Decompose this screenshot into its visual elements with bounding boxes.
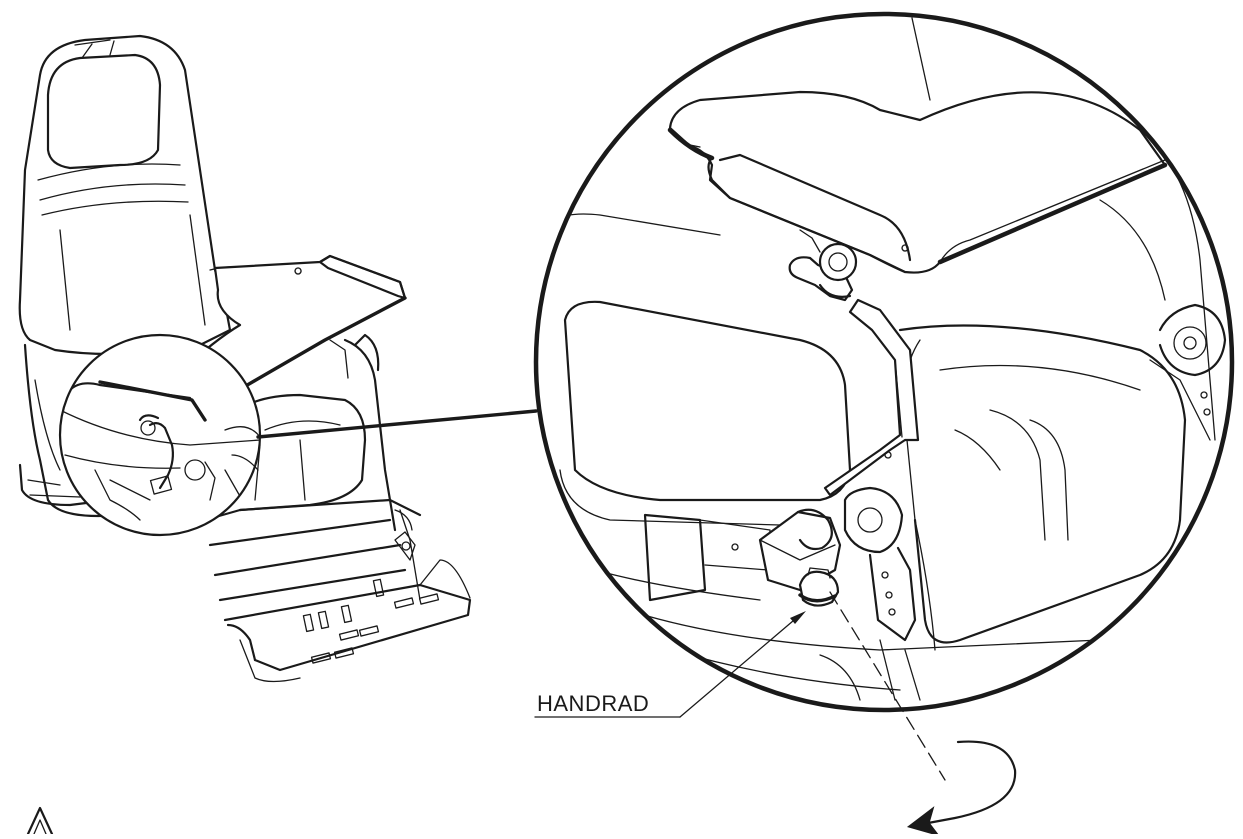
detail-frame-circle [533,11,1235,713]
axis-dashed-line [829,591,946,781]
detail-view [533,11,1235,713]
detail-marker-circle [58,333,262,537]
seat-overview [18,34,472,683]
handrad-label: HANDRAD [537,691,649,716]
warning-triangle-icon [26,806,54,836]
callout-leader [679,614,801,718]
rotation-arrow-icon [906,740,1017,837]
detail-leader-line [256,409,538,439]
handrad-callout: HANDRAD [534,611,806,718]
